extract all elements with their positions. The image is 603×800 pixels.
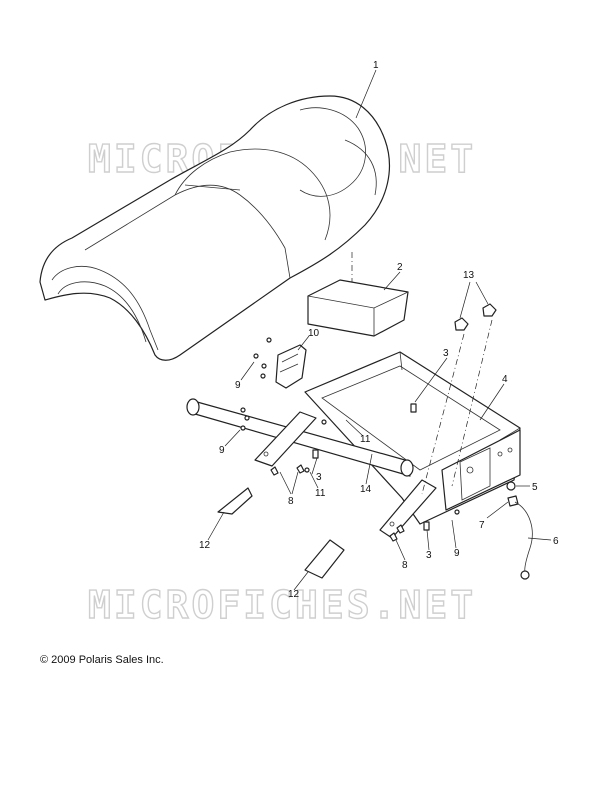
sensor-parts: [506, 481, 533, 580]
clip-parts: [454, 303, 497, 331]
callout-2: 2: [397, 262, 403, 273]
callout-4: 4: [502, 374, 508, 385]
assembly-lines: [351, 252, 493, 495]
callout-5: 5: [532, 482, 538, 493]
frame-part: [304, 351, 521, 525]
callout-11-left: 11: [315, 488, 326, 499]
callout-9-bottom: 9: [454, 548, 460, 559]
callout-3-middle: 3: [316, 472, 322, 483]
callout-12-left: 12: [199, 540, 211, 551]
callout-13: 13: [463, 270, 475, 281]
copyright-notice: © 2009 Polaris Sales Inc.: [40, 654, 164, 666]
callout-10: 10: [308, 328, 320, 339]
callout-6: 6: [553, 536, 559, 547]
rail-parts: [254, 411, 437, 539]
leader-lines: [207, 69, 552, 591]
callout-1: 1: [373, 60, 379, 71]
callout-12-bottom: 12: [288, 589, 300, 600]
bracket-12-parts: [217, 487, 345, 579]
callout-7: 7: [479, 520, 485, 531]
watermark-bottom: MICROFICHES.NET: [88, 583, 476, 627]
callout-11-right: 11: [360, 434, 371, 445]
callout-8-left: 8: [288, 496, 294, 507]
callout-3-bottom: 3: [426, 550, 432, 561]
callout-8-right: 8: [402, 560, 408, 571]
bracket-part: [275, 344, 307, 389]
callout-labels: 1 2 13 10 3 4 9 11 9 3 5 8 11 14 7 6 12 …: [199, 60, 559, 600]
pad-part: [307, 279, 409, 337]
seat-part: [39, 95, 391, 361]
callout-14: 14: [360, 484, 372, 495]
callout-9-top: 9: [235, 380, 241, 391]
callout-3-top: 3: [443, 348, 449, 359]
fastener-parts: [240, 337, 460, 542]
callout-9-middle: 9: [219, 445, 225, 456]
